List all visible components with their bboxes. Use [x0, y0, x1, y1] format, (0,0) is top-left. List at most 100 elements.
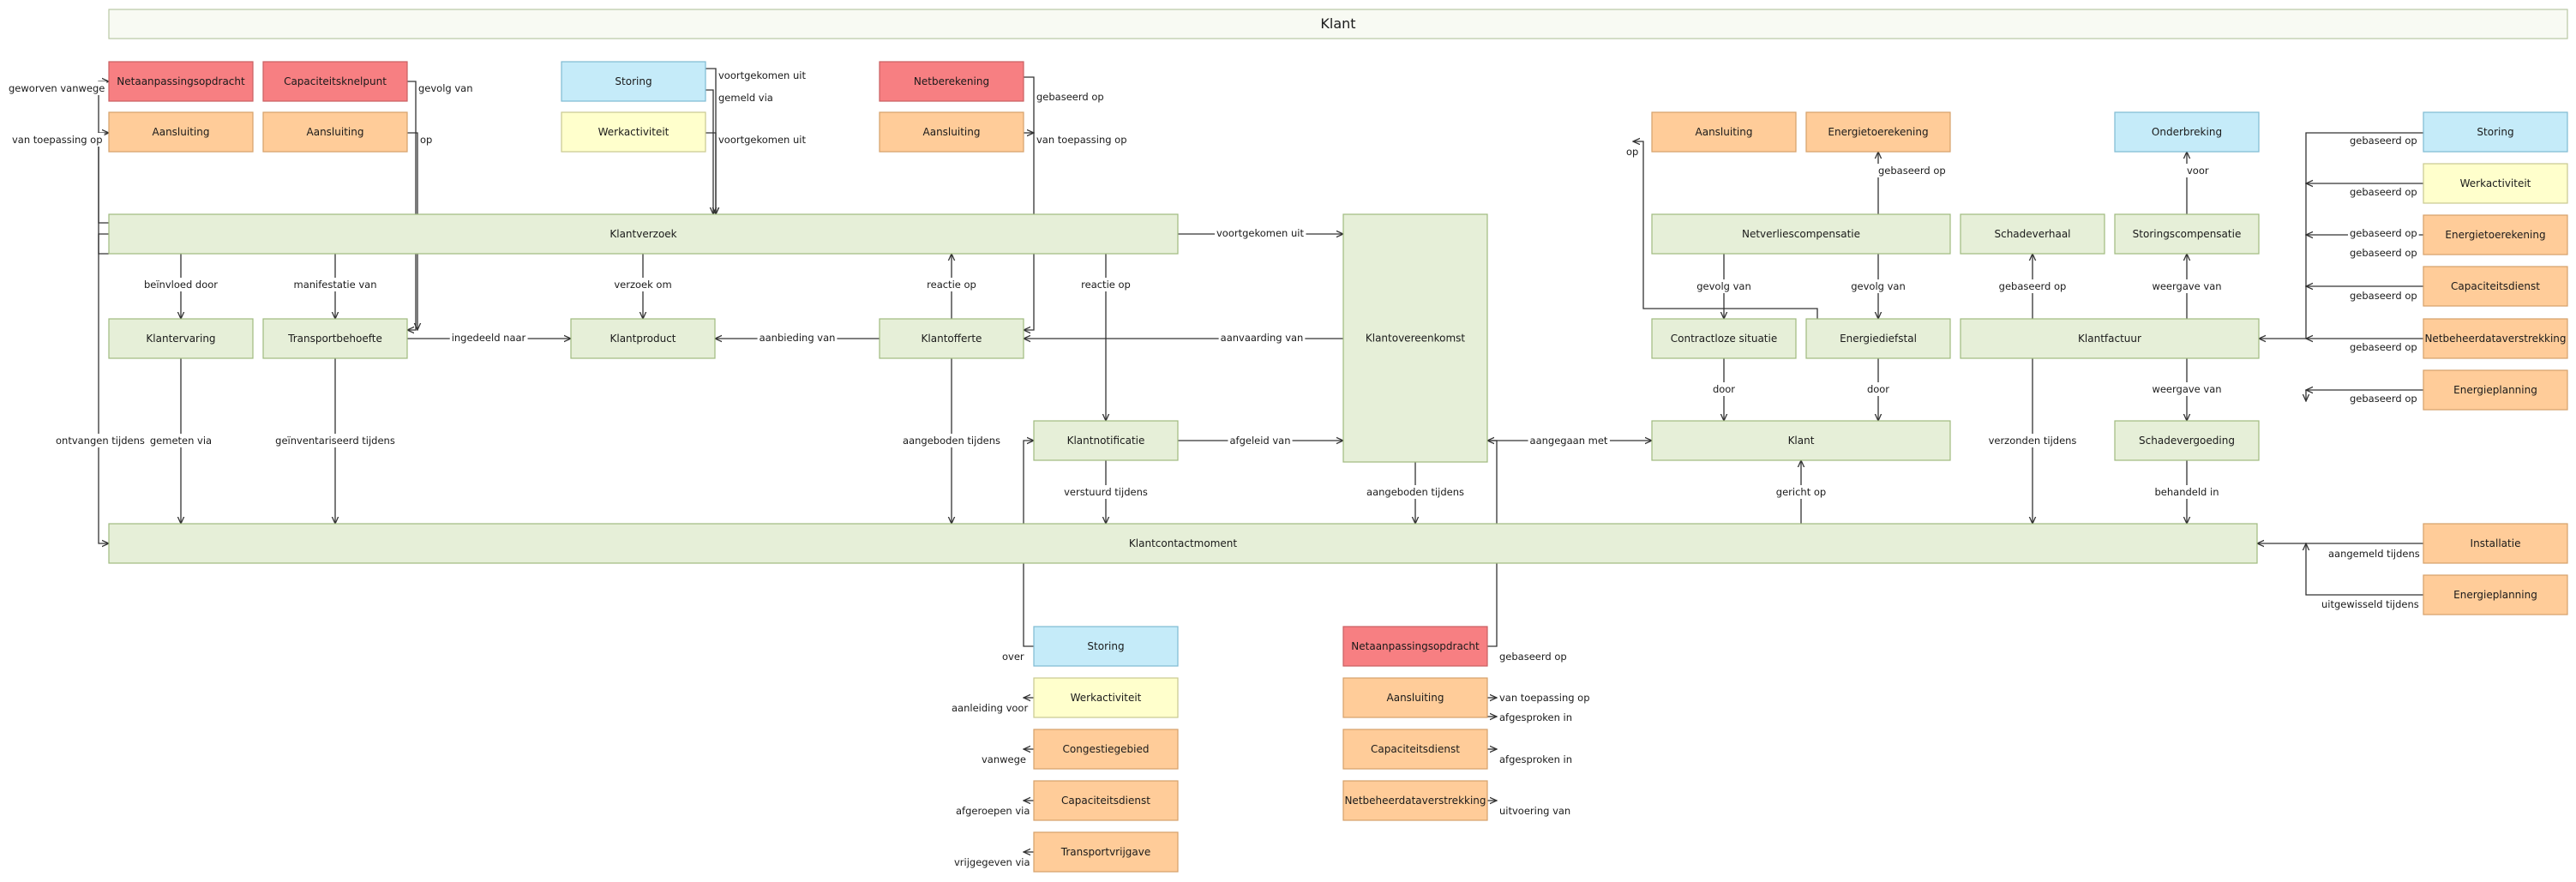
node-schadevergoeding[interactable]: Schadevergoeding	[2114, 420, 2260, 461]
node-werkactiviteit-fr[interactable]: Werkactiviteit	[2423, 163, 2568, 204]
node-label: Storing	[1087, 640, 1124, 652]
edge-label-bg	[1228, 434, 1293, 447]
node-werkactiviteit-top[interactable]: Werkactiviteit	[561, 111, 706, 153]
node-netbeheerdataverstrekking-fr[interactable]: Netbeheerdataverstrekking	[2423, 318, 2568, 359]
node-label: Aansluiting	[1696, 126, 1753, 138]
edge-label-bg	[1062, 485, 1150, 499]
node-label: Werkactiviteit	[2460, 177, 2531, 189]
edge-label: voortgekomen uit	[718, 69, 806, 81]
title-box	[108, 9, 2568, 39]
node-capaciteitsdienst-fr[interactable]: Capaciteitsdienst	[2423, 266, 2568, 307]
edge-label: van toepassing op	[12, 134, 103, 146]
node-klantverzoek[interactable]: Klantverzoek	[108, 213, 1179, 255]
node-transportvrijgave[interactable]: Transportvrijgave	[1033, 831, 1179, 873]
node-aansluiting-t2[interactable]: Aansluiting	[262, 111, 408, 153]
edge-label: aangegaan met	[1530, 435, 1608, 447]
node-netaanpassingsopdracht-b[interactable]: Netaanpassingsopdracht	[1342, 626, 1488, 667]
edge-label: reactie op	[1081, 279, 1131, 291]
node-box	[108, 523, 2258, 564]
edge-line	[407, 81, 417, 330]
node-box	[2423, 318, 2568, 359]
edge-label-bg	[1624, 145, 1641, 159]
node-energieplanning-fr2[interactable]: Energieplanning	[2423, 574, 2568, 615]
edge-label: op	[1626, 146, 1638, 158]
edge-label-bg	[1365, 485, 1466, 499]
node-onderbreking[interactable]: Onderbreking	[2114, 111, 2260, 153]
node-congestiegebied[interactable]: Congestiegebied	[1033, 729, 1179, 770]
edge-label-bg	[925, 278, 978, 291]
node-capaciteitsdienst-b2[interactable]: Capaciteitsdienst	[1342, 729, 1488, 770]
edge-label-bg	[717, 69, 808, 82]
edge-label: geïnventariseerd tijdens	[275, 435, 395, 447]
node-werkactiviteit-b[interactable]: Werkactiviteit	[1033, 677, 1179, 718]
edge-line	[2306, 543, 2423, 596]
node-storing-fr[interactable]: Storing	[2423, 111, 2568, 153]
node-klantervaring[interactable]: Klantervaring	[108, 318, 254, 359]
edge-e27	[1633, 141, 1818, 319]
edge-label-bg	[1079, 278, 1132, 291]
node-netaanpassingsopdracht-top[interactable]: Netaanpassingsopdracht	[108, 61, 254, 102]
node-aansluiting-b[interactable]: Aansluiting	[1342, 677, 1488, 718]
node-klantcontactmoment[interactable]: Klantcontactmoment	[108, 523, 2258, 564]
node-klantnotificatie[interactable]: Klantnotificatie	[1033, 420, 1179, 461]
node-label: Werkactiviteit	[1071, 692, 1142, 704]
edges-layer	[98, 68, 2423, 852]
node-contractloze-situatie[interactable]: Contractloze situatie	[1651, 318, 1797, 359]
edge-label-bg	[147, 434, 214, 447]
edge-label-bg	[1498, 711, 1575, 724]
node-capaciteitsknelpunt[interactable]: Capaciteitsknelpunt	[262, 61, 408, 102]
node-label: Netaanpassingsopdracht	[117, 75, 245, 87]
edge-label: gebaseerd op	[2350, 227, 2417, 239]
edge-label: door	[1713, 383, 1735, 395]
node-klantproduct[interactable]: Klantproduct	[570, 318, 716, 359]
edge-label: gebaseerd op	[2350, 135, 2417, 147]
node-netberekening[interactable]: Netberekening	[879, 61, 1024, 102]
edge-label-bg	[1997, 279, 2069, 293]
node-label: Energieplanning	[2453, 589, 2537, 601]
edge-line	[1024, 76, 1035, 330]
edge-label-bg	[449, 331, 528, 345]
node-netverliescompensatie[interactable]: Netverliescompensatie	[1651, 213, 1951, 255]
node-transportbehoefte[interactable]: Transportbehoefte	[262, 318, 408, 359]
edge-label-bg	[1710, 382, 1738, 396]
edge-label: ontvangen tijdens	[56, 435, 145, 447]
node-capaciteitsdienst-b[interactable]: Capaciteitsdienst	[1033, 780, 1179, 821]
node-klantofferte[interactable]: Klantofferte	[879, 318, 1024, 359]
node-netbeheerdataverstrekking-b[interactable]: Netbeheerdataverstrekking	[1342, 780, 1488, 821]
node-klantovereenkomst[interactable]: Klantovereenkomst	[1342, 213, 1488, 463]
edge-label-bg	[2327, 547, 2422, 561]
node-box	[1342, 626, 1488, 667]
node-energieplanning-fr[interactable]: Energieplanning	[2423, 369, 2568, 411]
edge-label: gebaseerd op	[2350, 341, 2417, 353]
node-schadeverhaal[interactable]: Schadeverhaal	[1960, 213, 2105, 255]
node-box	[108, 111, 254, 153]
edge-label: voor	[2187, 165, 2209, 177]
node-aansluiting-t1[interactable]: Aansluiting	[108, 111, 254, 153]
node-storing-top[interactable]: Storing	[561, 61, 706, 102]
node-energiediefstal[interactable]: Energiediefstal	[1805, 318, 1951, 359]
node-label: Aansluiting	[307, 126, 364, 138]
node-aansluiting-r1[interactable]: Aansluiting	[1651, 111, 1797, 153]
node-storing-b[interactable]: Storing	[1033, 626, 1179, 667]
node-klantfactuur[interactable]: Klantfactuur	[1960, 318, 2260, 359]
edge-line	[407, 132, 417, 330]
node-installatie[interactable]: Installatie	[2423, 523, 2568, 564]
edge-label: gebaseerd op	[1878, 165, 1946, 177]
node-box	[1033, 831, 1179, 873]
edge-label-bg	[1218, 331, 1306, 345]
node-energietoerekening-r[interactable]: Energietoerekening	[1805, 111, 1951, 153]
edge-e7	[706, 132, 716, 214]
node-storingscompensatie[interactable]: Storingscompensatie	[2114, 213, 2260, 255]
node-klant[interactable]: Klant	[1651, 420, 1951, 461]
node-label: Klantproduct	[609, 333, 676, 345]
edge-e8	[1024, 76, 1035, 330]
node-aansluiting-t3[interactable]: Aansluiting	[879, 111, 1024, 153]
node-box	[262, 111, 408, 153]
edge-label: van toepassing op	[1499, 692, 1590, 704]
edge-label-bg	[2348, 289, 2419, 303]
node-label: Capaciteitsdienst	[1061, 795, 1150, 807]
node-label: Klantovereenkomst	[1366, 333, 1466, 345]
node-energietoerekening-fr[interactable]: Energietoerekening	[2423, 214, 2568, 255]
node-box	[1651, 420, 1951, 461]
edge-label: ingedeeld naar	[452, 332, 526, 344]
